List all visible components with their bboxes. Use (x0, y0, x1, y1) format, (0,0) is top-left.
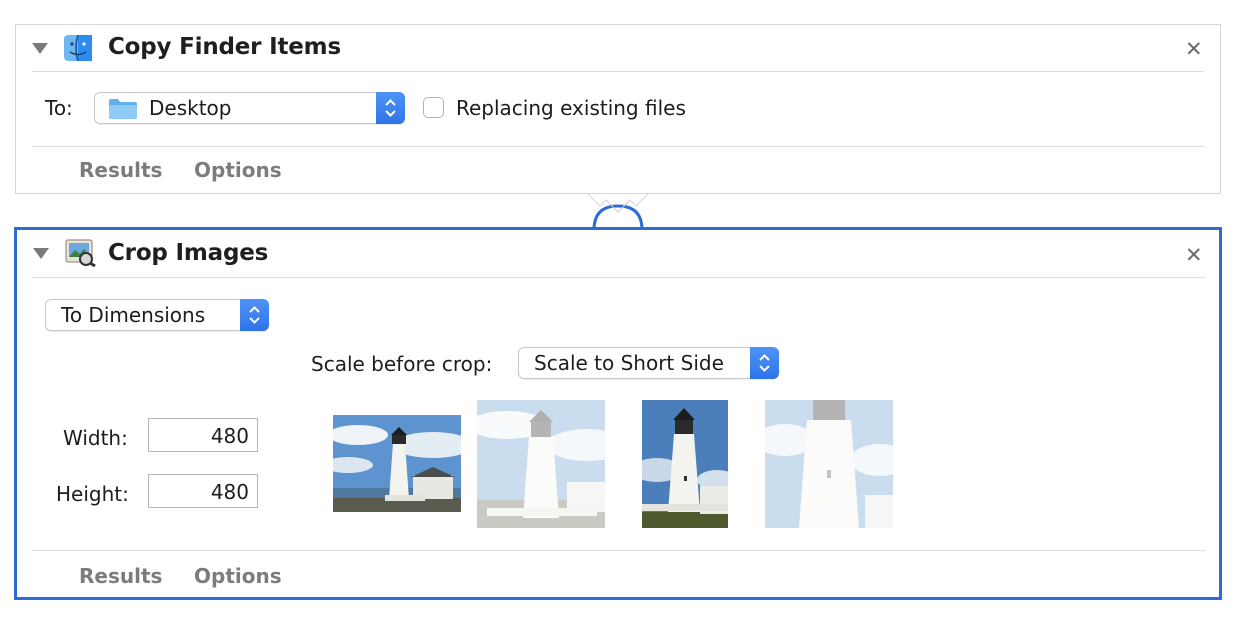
action-connector (588, 193, 648, 231)
tab-results[interactable]: Results (79, 158, 163, 182)
scale-popup[interactable]: Scale to Short Side (518, 347, 779, 379)
chevrons-updown-icon[interactable] (376, 92, 405, 124)
divider (32, 550, 1206, 551)
replacing-label: Replacing existing files (456, 96, 686, 120)
divider (32, 71, 1204, 72)
disclosure-triangle-icon[interactable] (32, 43, 48, 54)
tab-options[interactable]: Options (194, 564, 282, 588)
folder-icon (109, 99, 137, 119)
chevrons-updown-icon[interactable] (240, 299, 269, 331)
close-icon[interactable]: ✕ (1185, 37, 1203, 61)
divider (32, 146, 1204, 147)
scale-value: Scale to Short Side (534, 351, 724, 375)
height-field[interactable]: 480 (148, 474, 258, 508)
crop-mode-value: To Dimensions (61, 303, 206, 327)
crop-mode-popup[interactable]: To Dimensions (45, 299, 269, 331)
close-icon[interactable]: ✕ (1185, 243, 1203, 267)
copy-finder-items-panel: Copy Finder Items ✕ To: Desktop Replacin… (15, 24, 1221, 194)
finder-icon (64, 34, 92, 62)
destination-value: Desktop (149, 96, 232, 120)
action-title: Crop Images (108, 240, 269, 266)
height-label: Height: (56, 482, 129, 506)
cropped-image-preview (642, 400, 728, 528)
width-field[interactable]: 480 (148, 418, 258, 452)
width-label: Width: (63, 426, 128, 450)
scaled-image-preview-faded (765, 400, 893, 528)
tab-options[interactable]: Options (194, 158, 282, 182)
chevrons-updown-icon[interactable] (750, 347, 779, 379)
cropped-image-preview-faded (477, 400, 605, 528)
action-title: Copy Finder Items (108, 34, 341, 60)
disclosure-triangle-icon[interactable] (33, 248, 49, 259)
crop-images-panel: Crop Images ✕ To Dimensions Scale before… (14, 227, 1222, 600)
preview-icon (65, 239, 96, 267)
divider (32, 277, 1206, 278)
scale-before-crop-label: Scale before crop: (311, 352, 493, 376)
to-label: To: (45, 96, 73, 120)
replacing-checkbox[interactable] (423, 97, 444, 118)
destination-popup[interactable]: Desktop (94, 92, 405, 124)
original-image-preview (333, 415, 461, 512)
tab-results[interactable]: Results (79, 564, 163, 588)
